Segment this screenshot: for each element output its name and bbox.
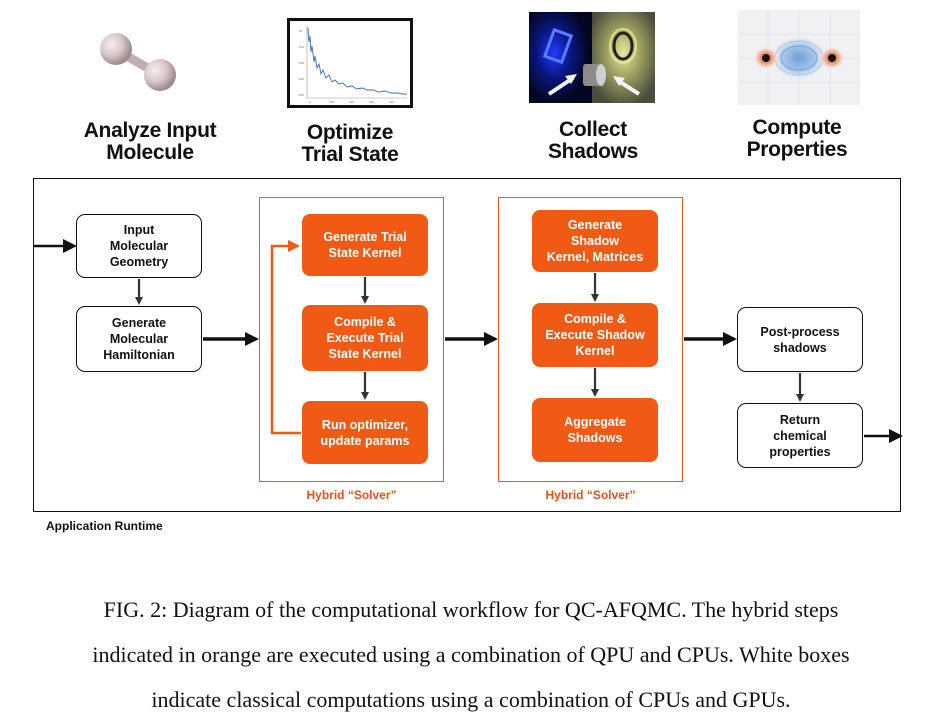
caption-line-3: indicate classical computations using a … xyxy=(151,687,791,712)
molecule-icon xyxy=(100,33,176,91)
optimizer-feedback-loop xyxy=(270,240,301,435)
svg-text:100: 100 xyxy=(329,100,334,104)
application-runtime-frame xyxy=(33,178,901,512)
hybrid-solver-label-2: Hybrid “Solver” xyxy=(545,488,636,502)
shadow-projection-icon xyxy=(529,12,655,103)
hybrid-solver-frame-2 xyxy=(498,197,683,482)
caption-line-2: indicated in orange are executed using a… xyxy=(92,642,850,667)
svg-text:-200: -200 xyxy=(298,77,304,81)
application-runtime-label: Application Runtime xyxy=(46,519,163,533)
hybrid-solver-frame-1 xyxy=(259,197,444,482)
run-optimizer-box: Run optimizer,update params xyxy=(302,401,428,464)
figure-caption: FIG. 2: Diagram of the computational wor… xyxy=(0,587,942,722)
svg-text:-250: -250 xyxy=(298,93,304,97)
caption-line-1: FIG. 2: Diagram of the computational wor… xyxy=(103,597,839,622)
svg-text:-100: -100 xyxy=(298,45,304,49)
convergence-plot-icon: -50 -100 -150 -200 -250 0 100 200 300 400 xyxy=(287,18,413,108)
svg-text:-50: -50 xyxy=(298,29,303,33)
svg-text:-150: -150 xyxy=(298,61,304,65)
orbital-density-icon xyxy=(738,10,860,105)
svg-text:300: 300 xyxy=(369,100,374,104)
svg-text:0: 0 xyxy=(309,100,311,104)
hybrid-solver-label-1: Hybrid “Solver” xyxy=(306,488,397,502)
svg-text:200: 200 xyxy=(349,100,354,104)
svg-text:400: 400 xyxy=(389,100,394,104)
